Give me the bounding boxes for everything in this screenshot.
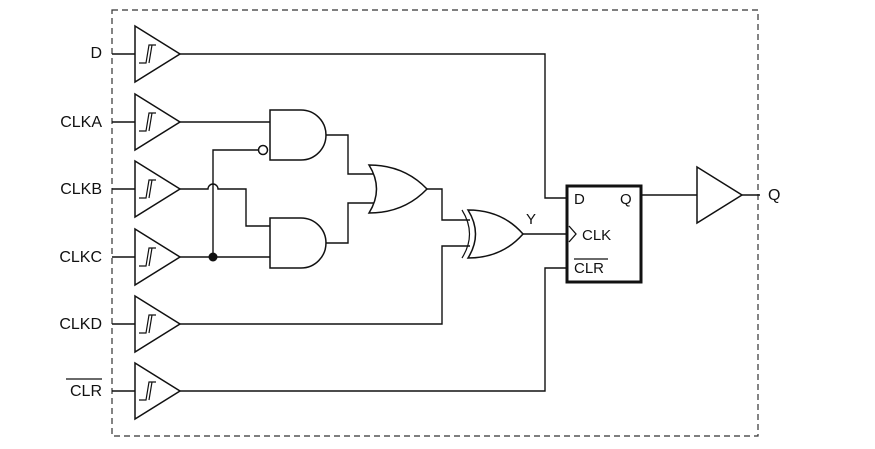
device-boundary xyxy=(111,9,759,437)
output-label-q: Q xyxy=(768,187,780,204)
wire-and1-to-or xyxy=(326,134,374,175)
wire-or-to-xor xyxy=(427,188,470,221)
hysteresis-icon xyxy=(139,179,156,199)
clock-edge-icon xyxy=(568,225,577,243)
node-label-y: Y xyxy=(526,211,536,228)
hysteresis-icon xyxy=(139,247,156,267)
output-buffer xyxy=(696,165,744,225)
schmitt-buffer-clka xyxy=(134,92,182,152)
ff-clr-label: CLR xyxy=(574,260,604,277)
schmitt-buffer-clr xyxy=(134,361,182,421)
schmitt-buffer-clkc xyxy=(134,227,182,287)
inverter-bubble xyxy=(257,144,269,156)
input-label-clkc: CLKC xyxy=(59,249,102,266)
wire-clkc-branch xyxy=(212,149,258,257)
and-gate-2 xyxy=(269,217,327,269)
wire-clkd-to-xor xyxy=(180,245,470,325)
input-label-clr: CLR xyxy=(70,383,102,400)
schmitt-buffer-clkb xyxy=(134,159,182,219)
wire-d-to-ff xyxy=(180,53,567,199)
ff-clk-label: CLK xyxy=(582,227,611,244)
input-label-clkd: CLKD xyxy=(59,316,102,333)
input-label-clka: CLKA xyxy=(60,114,102,131)
wire-and2-to-or xyxy=(326,202,374,244)
and-gate-1 xyxy=(257,109,327,161)
ff-q-label: Q xyxy=(620,191,632,208)
ff-d-label: D xyxy=(574,191,585,208)
or-gate xyxy=(367,164,429,214)
input-label-d: D xyxy=(90,45,102,62)
junction-dot xyxy=(208,252,218,262)
xor-gate xyxy=(461,209,524,259)
schmitt-buffer-clkd xyxy=(134,294,182,354)
wire-clkb-to-and2 xyxy=(180,183,270,227)
hysteresis-icon xyxy=(139,44,156,64)
input-label-clkb: CLKB xyxy=(60,181,102,198)
hysteresis-icon xyxy=(139,314,156,334)
wire-clr-to-ff xyxy=(180,267,567,392)
hysteresis-icon xyxy=(139,381,156,401)
d-flip-flop: D Q CLK CLR xyxy=(565,184,643,284)
hysteresis-icon xyxy=(139,112,156,132)
schmitt-buffer-d xyxy=(134,24,182,84)
